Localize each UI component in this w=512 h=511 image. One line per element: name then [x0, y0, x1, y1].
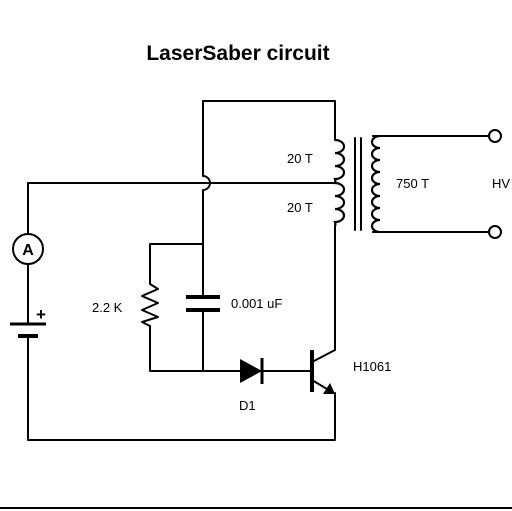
diagram-title: LaserSaber circuit: [146, 42, 329, 65]
wire-top-loop: [202, 100, 336, 171]
wire-battery-bottom: [27, 335, 336, 441]
label-capacitor: 0.001 uF: [231, 296, 282, 311]
label-primary-turns-top: 20 T: [287, 151, 313, 166]
ammeter-circle: [12, 233, 44, 265]
diode: [240, 358, 264, 384]
hv-terminal-top: [488, 129, 502, 143]
secondary-winding: [370, 134, 381, 234]
transformer: [333, 134, 381, 234]
battery-polarity-label: +: [36, 305, 46, 324]
wire-resistor-branch: [149, 243, 204, 285]
label-resistor: 2.2 K: [92, 300, 123, 315]
capacitor: [186, 295, 220, 312]
resistor: [141, 283, 159, 327]
transistor-collector-leg: [311, 349, 336, 363]
label-diode: D1: [239, 398, 256, 413]
diode-triangle: [240, 359, 262, 383]
ammeter-label: A: [22, 242, 34, 259]
label-primary-turns-bottom: 20 T: [287, 200, 313, 215]
primary-winding: [333, 138, 346, 227]
label-hv-output: HV: [492, 176, 510, 191]
wire-capacitor-bottom: [202, 309, 241, 372]
ammeter: A: [12, 233, 44, 265]
hv-terminal-bottom: [488, 225, 502, 239]
label-transistor: H1061: [353, 359, 391, 374]
wire-resistor-bottom: [149, 325, 204, 372]
transistor: [310, 349, 336, 394]
transistor-emitter-arrow: [323, 383, 335, 394]
battery: +: [10, 305, 46, 338]
label-secondary-turns: 750 T: [396, 176, 429, 191]
